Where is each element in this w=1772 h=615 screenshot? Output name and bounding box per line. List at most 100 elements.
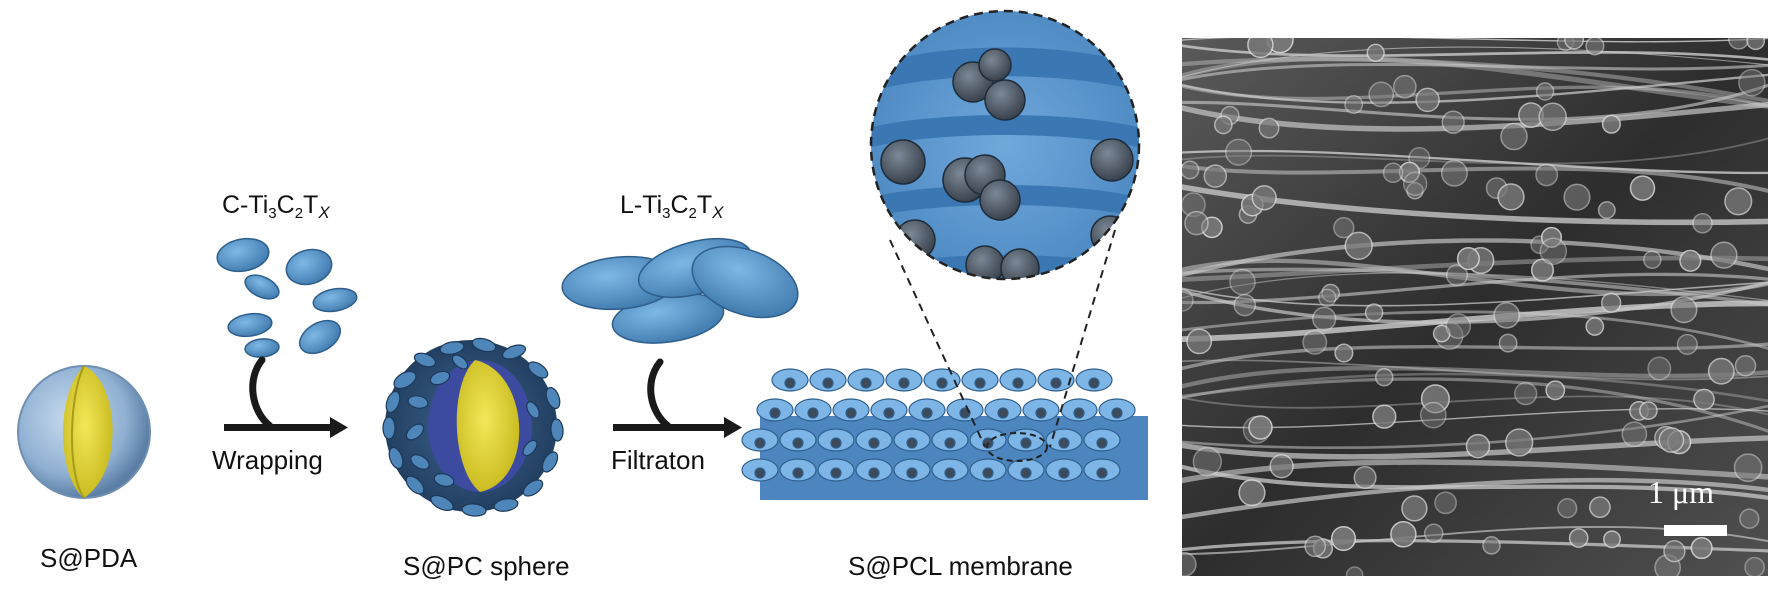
sem-particle	[1402, 171, 1428, 196]
sem-particle	[1564, 38, 1585, 50]
membrane-particle	[1050, 377, 1062, 389]
l-mxene-flakes	[561, 237, 799, 344]
sem-particle	[1344, 95, 1364, 114]
sem-image: 1 μm	[1182, 38, 1768, 576]
c-mxene-flakes	[216, 237, 358, 358]
sem-particle	[1603, 530, 1621, 549]
wrapping-arrow	[224, 356, 348, 438]
sem-strand	[1182, 84, 1768, 108]
sem-particle	[1203, 164, 1228, 188]
filtration-label: Filtraton	[611, 445, 705, 475]
sem-strand	[1182, 38, 1768, 43]
sem-particle	[1225, 138, 1253, 166]
membrane-particle	[868, 437, 880, 449]
sem-particle	[1390, 521, 1417, 548]
sem-strand	[1182, 46, 1768, 78]
sem-particle	[1248, 415, 1273, 440]
sem-particle	[1192, 446, 1222, 477]
sem-particle	[1724, 187, 1753, 216]
membrane-particle	[1111, 407, 1123, 419]
sem-particle	[1441, 110, 1465, 134]
sem-particle	[1213, 115, 1233, 135]
sem-strand	[1182, 366, 1768, 389]
sem-particle	[1557, 498, 1578, 519]
membrane-particle	[754, 467, 766, 479]
membrane-particle	[822, 377, 834, 389]
sem-strand	[1182, 359, 1768, 381]
sem-particle	[1302, 329, 1328, 355]
sem-particle	[1658, 427, 1685, 453]
sem-particle	[1251, 185, 1277, 211]
sem-particle	[1374, 367, 1394, 387]
membrane-particle	[883, 407, 895, 419]
sem-particle	[1690, 536, 1713, 560]
sem-strand	[1182, 310, 1768, 350]
sem-particle	[1601, 114, 1621, 134]
membrane-particle	[906, 467, 918, 479]
sem-particle	[1597, 201, 1616, 220]
scale-bar-label: 1 μm	[1648, 474, 1715, 510]
sem-strand	[1182, 377, 1768, 433]
sem-particle	[1258, 117, 1280, 139]
sem-particle	[1304, 535, 1327, 558]
sem-particle	[1568, 528, 1589, 548]
sem-particle	[1364, 303, 1384, 322]
sem-particle	[1423, 523, 1444, 544]
sem-particle	[1184, 210, 1209, 236]
sem-strand	[1182, 57, 1768, 104]
zoom-origin	[986, 432, 1048, 462]
sem-particle	[1514, 381, 1538, 406]
sem-particle	[1382, 162, 1404, 184]
membrane-particle	[1096, 437, 1108, 449]
zoom-line-left	[889, 239, 986, 448]
sem-particle	[1738, 68, 1766, 97]
sem-texture	[1182, 38, 1768, 576]
sem-particle	[1670, 296, 1698, 324]
sem-particle	[1353, 465, 1377, 490]
sem-particle	[1312, 306, 1337, 331]
sem-strand	[1182, 73, 1768, 104]
sem-particle	[1601, 292, 1622, 313]
sem-particle	[1647, 356, 1672, 381]
c-mxene-formula: C-Ti3C2TX	[222, 191, 330, 222]
sem-particle	[1269, 454, 1294, 479]
sem-particle	[1434, 491, 1457, 515]
sem-particle	[1465, 433, 1491, 459]
membrane-particle	[1035, 407, 1047, 419]
membrane-particle	[1096, 467, 1108, 479]
sem-particle	[1693, 388, 1715, 411]
sem-particle	[1545, 380, 1566, 401]
sem-particle	[1530, 258, 1555, 282]
membrane-particle	[997, 407, 1009, 419]
membrane-particle	[974, 377, 986, 389]
sem-particle	[1629, 175, 1656, 201]
sem-particle	[1344, 231, 1373, 260]
sem-particle	[1505, 428, 1534, 457]
s-pcl-membrane	[741, 368, 1148, 500]
membrane-particle	[936, 377, 948, 389]
sem-particle	[1182, 160, 1200, 180]
sem-particle	[1182, 288, 1194, 312]
sem-particle	[1345, 566, 1364, 576]
sem-strand	[1182, 300, 1768, 343]
sem-particle	[1585, 317, 1605, 336]
sem-particle	[1540, 226, 1563, 248]
membrane-particle	[754, 437, 766, 449]
sem-particle	[1392, 74, 1417, 99]
sem-particle	[1238, 479, 1266, 507]
sem-particle	[1497, 183, 1525, 211]
sem-particle	[1679, 249, 1702, 272]
membrane-particle	[830, 437, 842, 449]
sem-strand	[1182, 459, 1768, 484]
sem-particle	[1445, 313, 1472, 339]
sem-particle	[1366, 43, 1385, 62]
sem-particle	[1707, 357, 1735, 385]
sem-particle	[1401, 495, 1428, 522]
membrane-particle	[807, 407, 819, 419]
sem-particle	[1186, 328, 1213, 355]
sem-particle	[1500, 122, 1528, 151]
sem-particle	[1233, 293, 1257, 317]
membrane-particle	[1088, 377, 1100, 389]
sem-particle	[1739, 508, 1760, 529]
s-pda-label: S@PDA	[40, 543, 138, 573]
